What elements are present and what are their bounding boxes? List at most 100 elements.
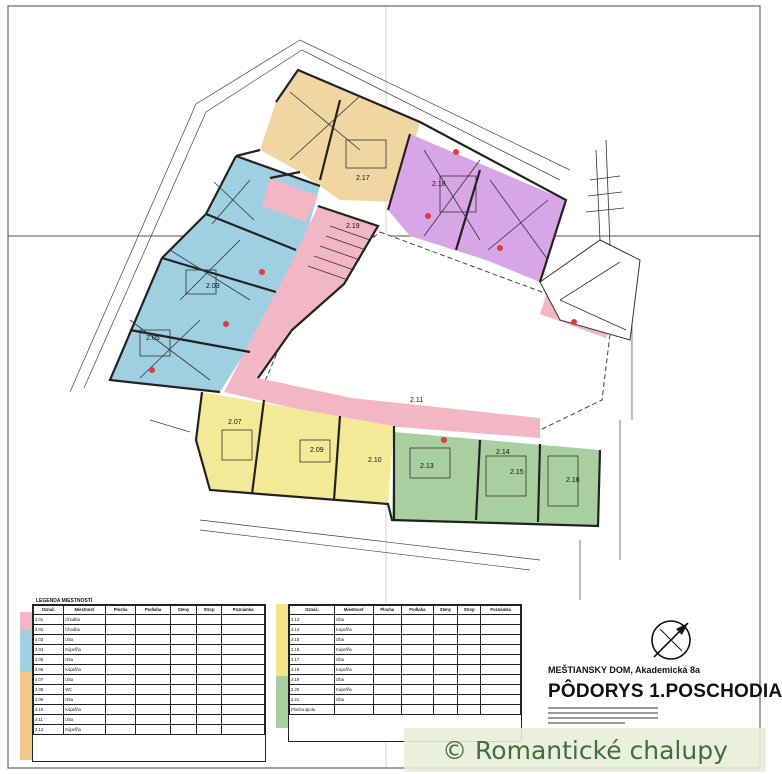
legend-cell xyxy=(170,724,198,735)
legend-cell: Kúpeľňa xyxy=(63,644,106,655)
room-label: 2.18 xyxy=(432,181,446,188)
legend-swatch-yellow xyxy=(276,604,288,676)
room-label: 2.07 xyxy=(228,419,242,426)
legend-cell xyxy=(400,694,434,705)
legend-cell xyxy=(457,634,482,645)
legend-cell xyxy=(221,674,265,685)
north-arrow-icon xyxy=(651,620,691,660)
legend-swatch-orange xyxy=(20,672,32,760)
legend-header-cell: Miestnosť xyxy=(63,605,106,615)
legend-cell xyxy=(196,624,223,635)
legend-cell xyxy=(135,674,172,685)
legend-cell xyxy=(221,634,265,645)
title-block: MEŠTIANSKY DOM, Akademická 8a PÔDORYS 1.… xyxy=(548,665,782,727)
wing-violet xyxy=(388,134,566,282)
legend-cell xyxy=(432,704,459,715)
legend-cell: Kúpeľňa xyxy=(334,684,374,695)
legend-cell xyxy=(480,694,521,705)
legend-cell xyxy=(400,644,434,655)
legend-cell xyxy=(457,684,482,695)
legend-cell xyxy=(372,674,402,685)
legend-cell: 2.19 xyxy=(288,674,336,685)
legend-cell xyxy=(135,714,172,725)
legend-cell: 2.03 xyxy=(32,634,65,645)
legend-cell xyxy=(221,624,265,635)
legend-cell xyxy=(432,634,459,645)
legend-cell xyxy=(480,674,521,685)
legend-cell xyxy=(135,694,172,705)
legend-cell xyxy=(170,614,198,625)
legend-cell: Izba xyxy=(334,694,374,705)
legend-cell: 2.04 xyxy=(32,644,65,655)
legend-cell xyxy=(104,664,137,675)
legend-cell xyxy=(170,674,198,685)
legend-cell xyxy=(432,674,459,685)
legend-cell xyxy=(104,684,137,695)
legend-cell xyxy=(400,624,434,635)
legend-cell xyxy=(480,704,521,715)
room-labels: 2.03 2.05 2.07 2.09 2.10 2.11 2.13 2.14 … xyxy=(146,175,580,484)
legend-cell xyxy=(170,714,198,725)
legend-cell: 2.14 xyxy=(288,624,336,635)
legend-table-right: Označ. Miestnosť Plocha Podlaha Steny St… xyxy=(288,604,522,742)
legend-cell xyxy=(432,654,459,665)
stair-tower xyxy=(539,139,641,341)
legend-cell xyxy=(196,644,223,655)
legend-cell: Kúpeľňa xyxy=(63,704,106,715)
legend-cell xyxy=(221,704,265,715)
legend-cell xyxy=(480,684,521,695)
legend-cell xyxy=(457,664,482,675)
room-label: 2.10 xyxy=(368,457,382,464)
legend-cell: Kúpeľňa xyxy=(334,664,374,675)
room-label: 2.11 xyxy=(410,397,423,404)
legend-cell xyxy=(432,644,459,655)
corridor-pink xyxy=(224,206,540,438)
room-label: 2.15 xyxy=(510,469,524,476)
legend-cell xyxy=(135,704,172,715)
legend-cell xyxy=(170,634,198,645)
legend-cell xyxy=(457,614,482,625)
legend-cell xyxy=(135,654,172,665)
room-label: 2.03 xyxy=(206,283,220,290)
legend-header-cell: Podlaha xyxy=(400,605,434,615)
legend-cell xyxy=(221,664,265,675)
drawing-subtitle: MEŠTIANSKY DOM, Akademická 8a xyxy=(548,665,701,675)
legend-cell xyxy=(170,684,198,695)
legend-cell xyxy=(196,684,223,695)
legend-cell xyxy=(135,664,172,675)
legend-cell xyxy=(372,644,402,655)
legend-cell xyxy=(196,654,223,665)
dimension-lines xyxy=(69,39,633,600)
legend-cell: 2.18 xyxy=(288,664,336,675)
interior-details xyxy=(129,91,579,507)
legend-cell xyxy=(480,644,521,655)
legend-cell xyxy=(372,614,402,625)
legend-swatch-blue xyxy=(20,630,32,672)
legend-cell: Izba xyxy=(334,634,374,645)
legend-cell: 2.13 xyxy=(288,614,336,625)
legend-header-cell: Strop xyxy=(196,605,223,615)
legend-table-left: Označ. Miestnosť Plocha Podlaha Steny St… xyxy=(32,604,266,762)
legend-cell: 2.08 xyxy=(32,684,65,695)
legend-cell xyxy=(170,624,198,635)
legend-cell: Kúpeľňa xyxy=(334,624,374,635)
legend-cell: Plocha spolu xyxy=(288,704,336,715)
legend-cell: 2.15 xyxy=(288,634,336,645)
legend-cell xyxy=(432,694,459,705)
legend-cell: Kúpeľňa xyxy=(63,724,106,735)
legend-cell xyxy=(372,694,402,705)
legend-cell xyxy=(196,634,223,645)
legend-cell xyxy=(480,664,521,675)
legend-cell: Izba xyxy=(63,674,106,685)
